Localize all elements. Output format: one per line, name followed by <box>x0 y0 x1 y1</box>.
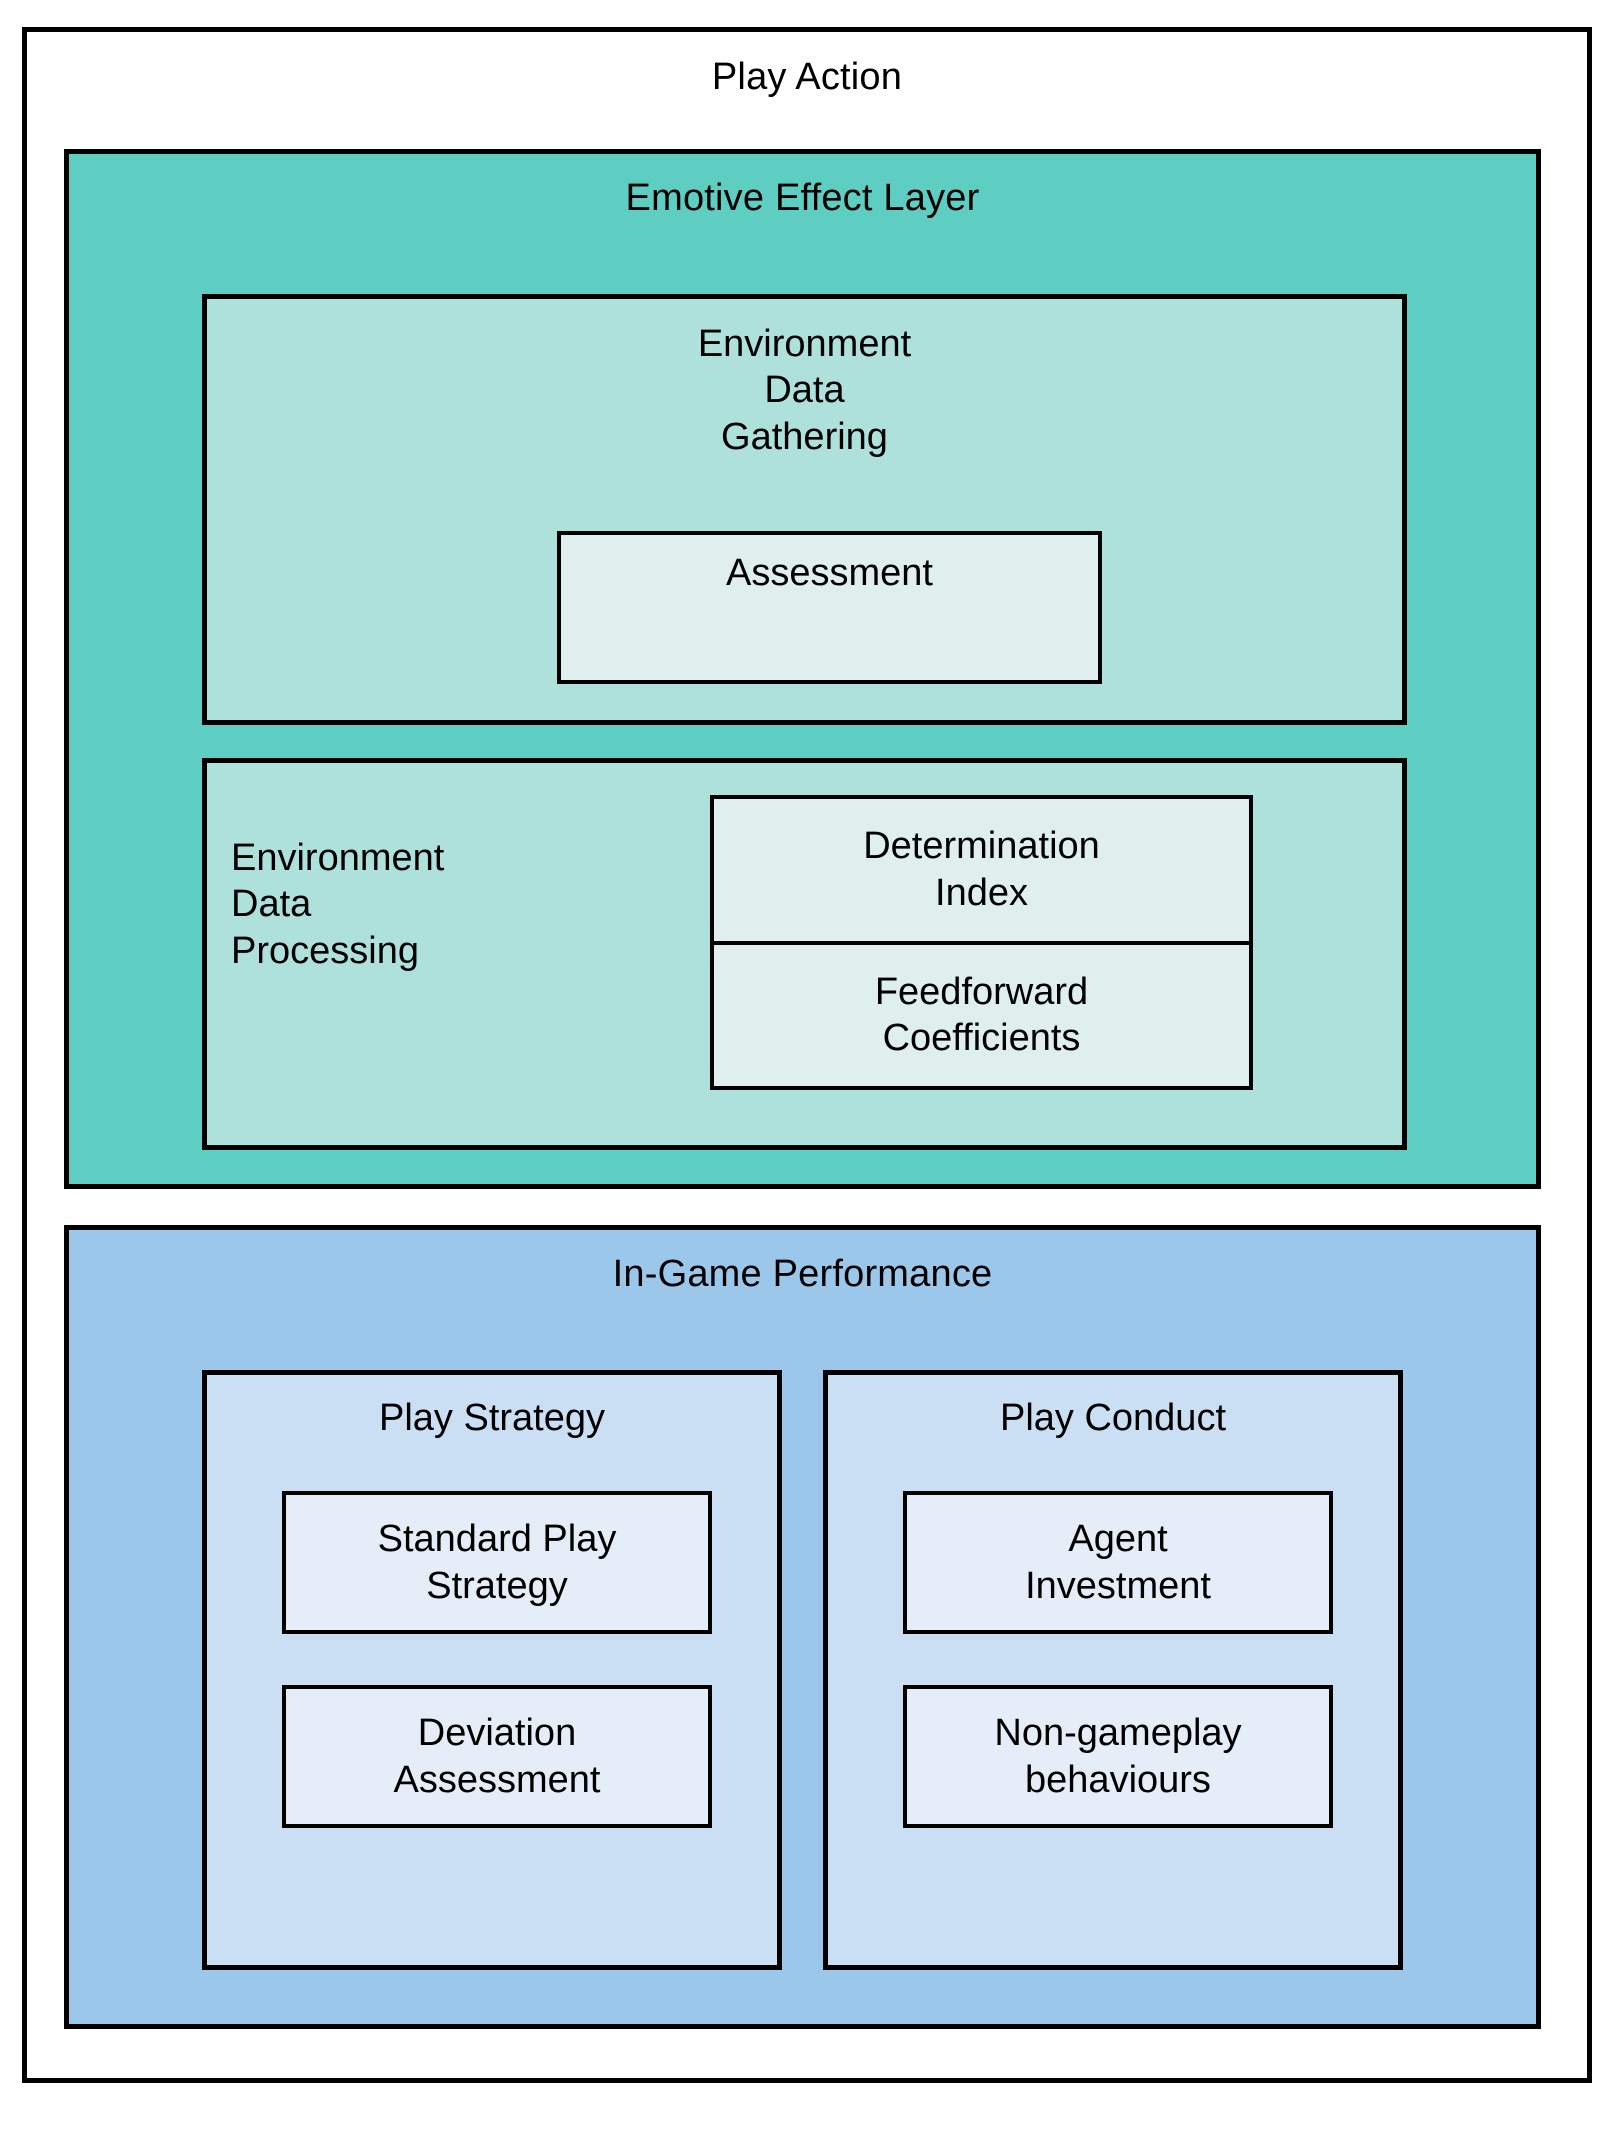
indices-box: Determination Index Feedforward Coeffici… <box>710 795 1253 1090</box>
non-gameplay-behaviours-box: Non-gameplay behaviours <box>903 1685 1333 1828</box>
environment-data-processing-title: Environment Data Processing <box>231 837 445 972</box>
play-action-container: Play Action Emotive Effect Layer Environ… <box>22 27 1592 2083</box>
determination-index-cell: Determination Index <box>714 799 1249 945</box>
performance-columns: Play Strategy Standard Play Strategy Dev… <box>202 1370 1403 1970</box>
environment-data-gathering-title: Environment Data Gathering <box>697 323 912 458</box>
environment-data-gathering-panel: Environment Data Gathering Assessment <box>202 294 1407 725</box>
play-strategy-column: Play Strategy Standard Play Strategy Dev… <box>202 1370 782 1970</box>
emotive-effect-layer-title: Emotive Effect Layer <box>625 177 980 219</box>
in-game-performance-title: In-Game Performance <box>612 1253 993 1295</box>
agent-investment-box: Agent Investment <box>903 1491 1333 1634</box>
deviation-assessment-box: Deviation Assessment <box>282 1685 712 1828</box>
feedforward-coefficients-cell: Feedforward Coefficients <box>714 944 1249 1086</box>
standard-play-strategy-box: Standard Play Strategy <box>282 1491 712 1634</box>
play-conduct-title: Play Conduct <box>999 1397 1226 1439</box>
play-strategy-title: Play Strategy <box>379 1397 605 1439</box>
play-conduct-column: Play Conduct Agent Investment Non-gamepl… <box>823 1370 1403 1970</box>
emotive-effect-layer: Emotive Effect Layer Environment Data Ga… <box>64 149 1541 1189</box>
play-action-title: Play Action <box>711 56 903 98</box>
assessment-label: Assessment <box>726 552 933 594</box>
in-game-performance-layer: In-Game Performance Play Strategy Standa… <box>64 1225 1541 2029</box>
environment-data-processing-panel: Environment Data Processing Determinatio… <box>202 758 1407 1150</box>
assessment-box: Assessment <box>557 531 1102 684</box>
